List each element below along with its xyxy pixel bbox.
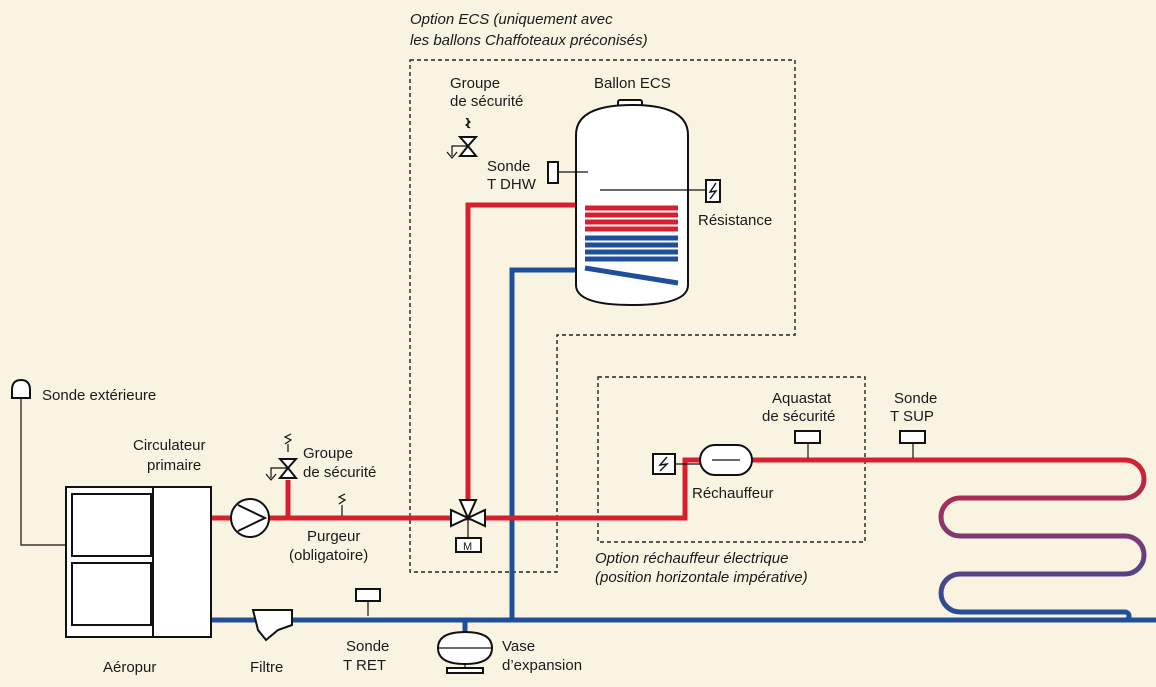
rechauffeur-label: Réchauffeur [692,485,773,502]
resistance-icon [705,179,721,203]
filtre-label: Filtre [250,659,283,676]
cold-pipes [211,267,1156,632]
sonde-tret-label-1: Sonde [346,638,389,655]
vase-label-2: d’expansion [502,657,582,674]
hot-pipes [211,202,1125,521]
groupe-bottom-label-2: de sécurité [303,464,376,481]
sonde-tsup-label-1: Sonde [894,390,937,407]
three-way-valve [450,499,486,553]
aquastat-label-1: Aquastat [772,390,832,407]
groupe-bottom-label-1: Groupe [303,445,353,462]
groupe-top-label-2: de sécurité [450,93,523,110]
ballon-label: Ballon ECS [594,75,671,92]
aeropur-label: Aéropur [103,659,156,676]
sonde-tret-label-2: T RET [343,657,386,674]
option-ecs-label-1: Option ECS (uniquement avec [410,11,613,28]
option-ecs-boundary [409,59,796,573]
option-rech-label-1: Option réchauffeur électrique [595,550,788,567]
circulateur-label-2: primaire [147,457,201,474]
sonde-tdhw-label-1: Sonde [487,158,530,175]
aeropur-unit [65,486,212,638]
option-rechauffeur-boundary [597,376,866,543]
groupe-top-label-1: Groupe [450,75,500,92]
filtre-icon [251,609,293,642]
ballon-ecs-tank [575,99,706,307]
circulator-pump [230,498,270,538]
sonde-tsup [899,430,926,458]
sonde-tret [355,588,381,616]
circulateur-label-1: Circulateur [133,437,206,454]
sonde-tdhw [547,161,588,184]
groupe-securite-bottom-icon [265,433,299,481]
sonde-ext-label: Sonde extérieure [42,387,156,404]
option-rech-label-2: (position horizontale impérative) [595,569,808,586]
vase-label-1: Vase [502,638,535,655]
sonde-exterieure [11,378,66,546]
rechauffeur [652,444,753,476]
motor-label: M [463,541,472,553]
option-ecs-label-2: les ballons Chaffoteaux préconisés) [410,32,648,49]
aquastat-securite [794,430,821,458]
purgeur-label-2: (obligatoire) [289,547,368,564]
groupe-securite-top-icon [446,117,479,159]
underfloor-loop [938,457,1147,623]
sonde-tdhw-label-2: T DHW [487,176,537,193]
aquastat-label-2: de sécurité [762,408,835,425]
resistance-label: Résistance [698,212,772,229]
purgeur-icon [337,493,347,516]
vase-expansion [436,630,494,674]
sonde-tsup-label-2: T SUP [890,408,934,425]
purgeur-label-1: Purgeur [307,528,360,545]
